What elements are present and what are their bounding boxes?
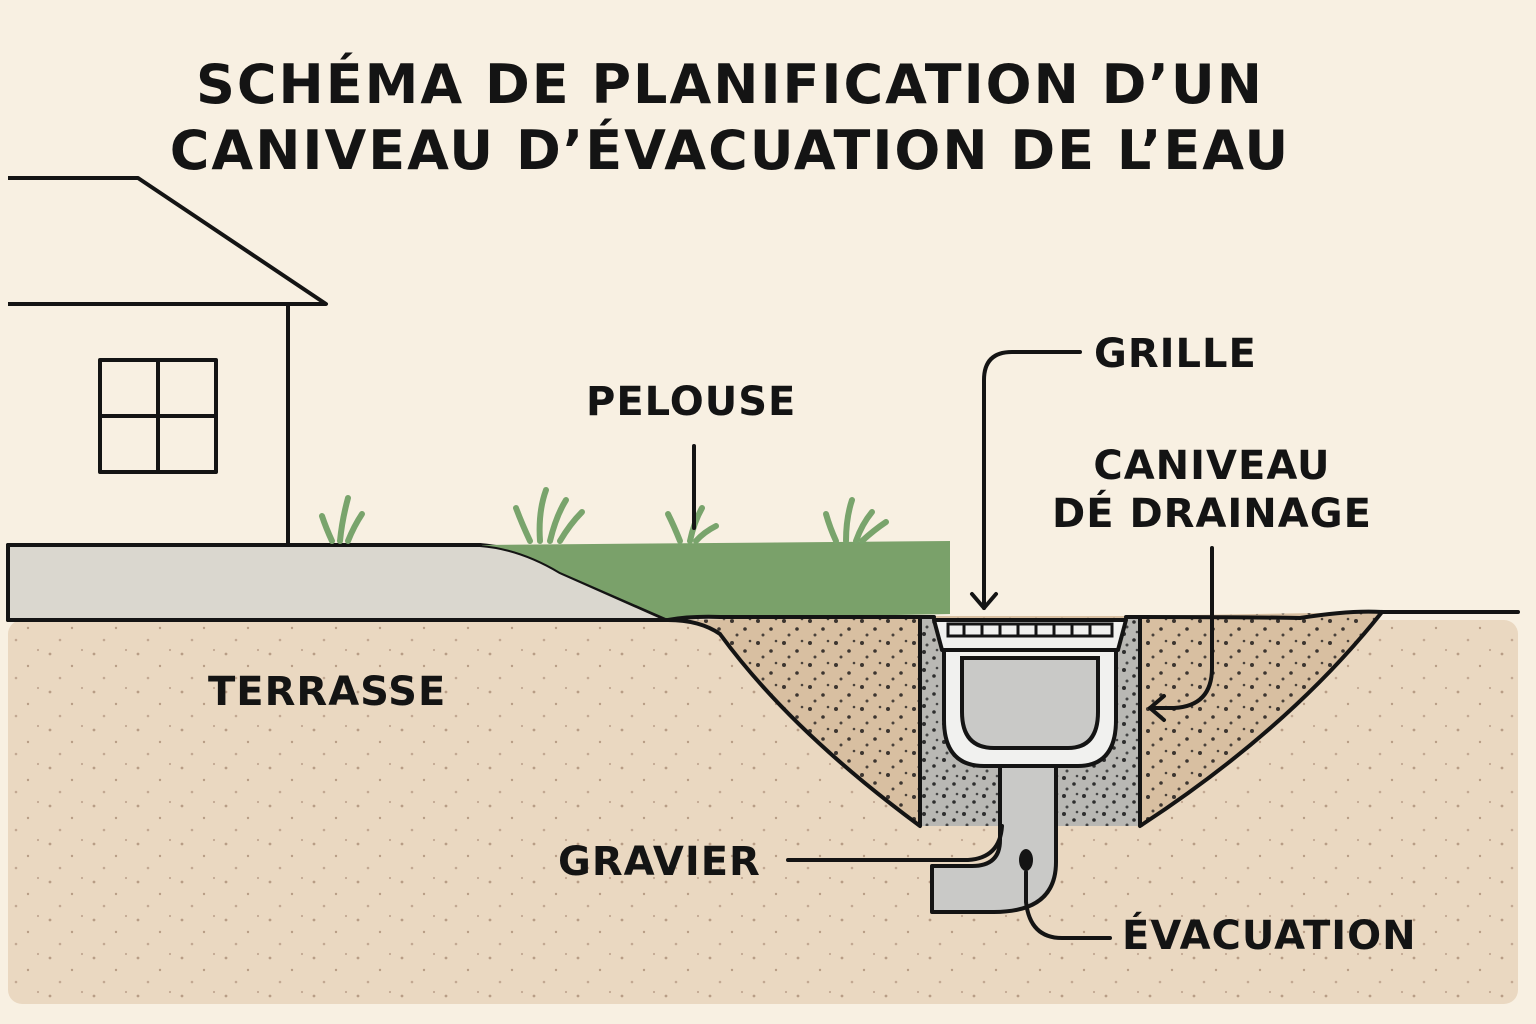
label-terrasse: TERRASSE	[208, 669, 447, 715]
title-line-2: CANIVEAU D’ÉVACUATION DE L’EAU	[169, 119, 1291, 182]
title-line-1: SCHÉMA DE PLANIFICATION D’UN	[196, 53, 1264, 116]
label-gravier: GRAVIER	[558, 839, 761, 885]
grate	[932, 618, 1128, 652]
lawn-strip	[480, 541, 950, 619]
label-caniveau-line-1: CANIVEAU	[1093, 443, 1331, 489]
evacuation-marker	[1019, 849, 1033, 871]
house-window	[98, 358, 218, 474]
label-caniveau-line-2: DÉ DRAINAGE	[1052, 491, 1372, 537]
leader-lines	[692, 350, 1214, 940]
grille-arrowhead	[970, 592, 998, 610]
grass-tufts	[319, 487, 889, 544]
label-caniveau-drainage: CANIVEAU DÉ DRAINAGE	[1052, 442, 1372, 538]
caniveau-arrowhead	[1148, 694, 1166, 722]
house	[8, 176, 328, 545]
grille-leader	[982, 350, 1082, 610]
label-evacuation: ÉVACUATION	[1122, 913, 1417, 959]
ground-surface-line	[6, 543, 1520, 622]
diagram-title: SCHÉMA DE PLANIFICATION D’UN CANIVEAU D’…	[0, 52, 1460, 184]
evacuation-leader	[1024, 870, 1112, 940]
drain-channel	[942, 648, 1118, 768]
label-grille: GRILLE	[1094, 331, 1257, 377]
gravier-leader	[786, 824, 1004, 862]
caniveau-leader	[1148, 546, 1214, 710]
label-pelouse: PELOUSE	[586, 379, 797, 425]
